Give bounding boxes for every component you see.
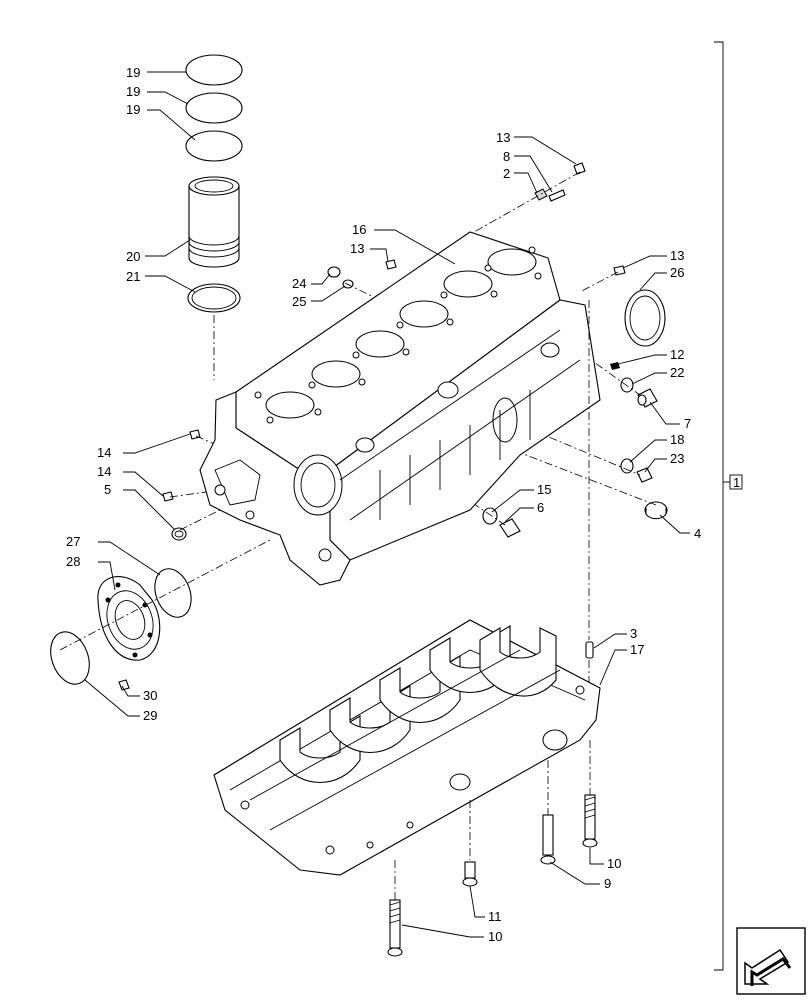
plug-13-top[interactable] bbox=[573, 162, 586, 175]
callout-17: 17 bbox=[630, 642, 644, 657]
seal-housing-28[interactable] bbox=[97, 576, 161, 661]
callout-2: 2 bbox=[503, 166, 510, 181]
callout-24: 24 bbox=[292, 276, 306, 291]
callout-21: 21 bbox=[126, 269, 140, 284]
callout-13-mid: 13 bbox=[350, 241, 364, 256]
bolt-9[interactable] bbox=[540, 814, 556, 865]
cap-4[interactable] bbox=[644, 501, 668, 520]
callout-5: 5 bbox=[104, 482, 111, 497]
cylinder-liner-20[interactable] bbox=[188, 176, 240, 268]
engine-block-16[interactable] bbox=[199, 231, 601, 586]
o-ring-27[interactable] bbox=[148, 564, 197, 623]
seal-ring-21[interactable] bbox=[187, 283, 241, 313]
o-ring-19-middle[interactable] bbox=[185, 92, 243, 124]
plug-14-top[interactable] bbox=[189, 429, 201, 440]
leader-lines bbox=[84, 71, 690, 938]
bolt-10-bottom[interactable] bbox=[387, 899, 403, 957]
callout-28: 28 bbox=[66, 554, 80, 569]
callout-7: 7 bbox=[684, 416, 691, 431]
group-box-label: 1 bbox=[733, 475, 740, 490]
plug-14-bottom[interactable] bbox=[162, 491, 174, 502]
o-ring-19-bottom[interactable] bbox=[185, 130, 243, 162]
callout-25: 25 bbox=[292, 294, 306, 309]
plug-23[interactable] bbox=[636, 467, 653, 483]
plug-6[interactable] bbox=[499, 518, 521, 538]
callout-30: 30 bbox=[143, 688, 157, 703]
group-bracket: 1 bbox=[714, 41, 743, 971]
callout-4: 4 bbox=[694, 526, 701, 541]
callout-10-right: 10 bbox=[607, 856, 621, 871]
washer-18[interactable] bbox=[620, 458, 634, 474]
callout-13-right: 13 bbox=[670, 248, 684, 263]
callout-20: 20 bbox=[126, 249, 140, 264]
plug-13-mid[interactable] bbox=[385, 259, 397, 270]
callout-6: 6 bbox=[537, 500, 544, 515]
lower-crankcase-17[interactable] bbox=[213, 619, 601, 876]
callout-10-bottom: 10 bbox=[488, 929, 502, 944]
washer-15[interactable] bbox=[482, 507, 498, 525]
callout-19-bottom: 19 bbox=[126, 102, 140, 117]
callout-27: 27 bbox=[66, 534, 80, 549]
bolt-11[interactable] bbox=[462, 861, 478, 887]
callout-23: 23 bbox=[670, 451, 684, 466]
plug-24[interactable] bbox=[327, 266, 341, 278]
callout-19-middle: 19 bbox=[126, 84, 140, 99]
callout-11: 11 bbox=[488, 909, 502, 924]
callout-15: 15 bbox=[537, 482, 551, 497]
callout-18: 18 bbox=[670, 432, 684, 447]
callout-19-top: 19 bbox=[126, 65, 140, 80]
callout-22: 22 bbox=[670, 365, 684, 380]
callout-14-bottom: 14 bbox=[97, 464, 111, 479]
callout-8: 8 bbox=[503, 149, 510, 164]
bolt-8[interactable] bbox=[548, 189, 566, 202]
callout-3: 3 bbox=[630, 626, 637, 641]
o-ring-19-top[interactable] bbox=[185, 54, 243, 86]
stud-2[interactable] bbox=[534, 188, 548, 201]
plug-7[interactable] bbox=[637, 388, 658, 408]
bolt-10-right[interactable] bbox=[582, 794, 598, 848]
plug-12[interactable] bbox=[610, 362, 620, 370]
callout-13-top: 13 bbox=[496, 130, 510, 145]
screw-30[interactable] bbox=[118, 679, 130, 691]
cap-5[interactable] bbox=[171, 527, 187, 541]
arrow-nav-icon[interactable] bbox=[736, 927, 806, 995]
dowel-3[interactable] bbox=[585, 641, 594, 659]
callout-12: 12 bbox=[670, 347, 684, 362]
callout-14-top: 14 bbox=[97, 445, 111, 460]
callout-labels: 19 19 19 20 21 13 8 2 16 13 24 25 13 26 … bbox=[66, 65, 701, 944]
callout-9: 9 bbox=[604, 876, 611, 891]
callout-16: 16 bbox=[352, 222, 366, 237]
callout-26: 26 bbox=[670, 265, 684, 280]
o-ring-29[interactable] bbox=[44, 626, 96, 689]
callout-29: 29 bbox=[143, 708, 157, 723]
washer-22[interactable] bbox=[620, 377, 634, 393]
seal-cover-26[interactable] bbox=[624, 289, 666, 347]
